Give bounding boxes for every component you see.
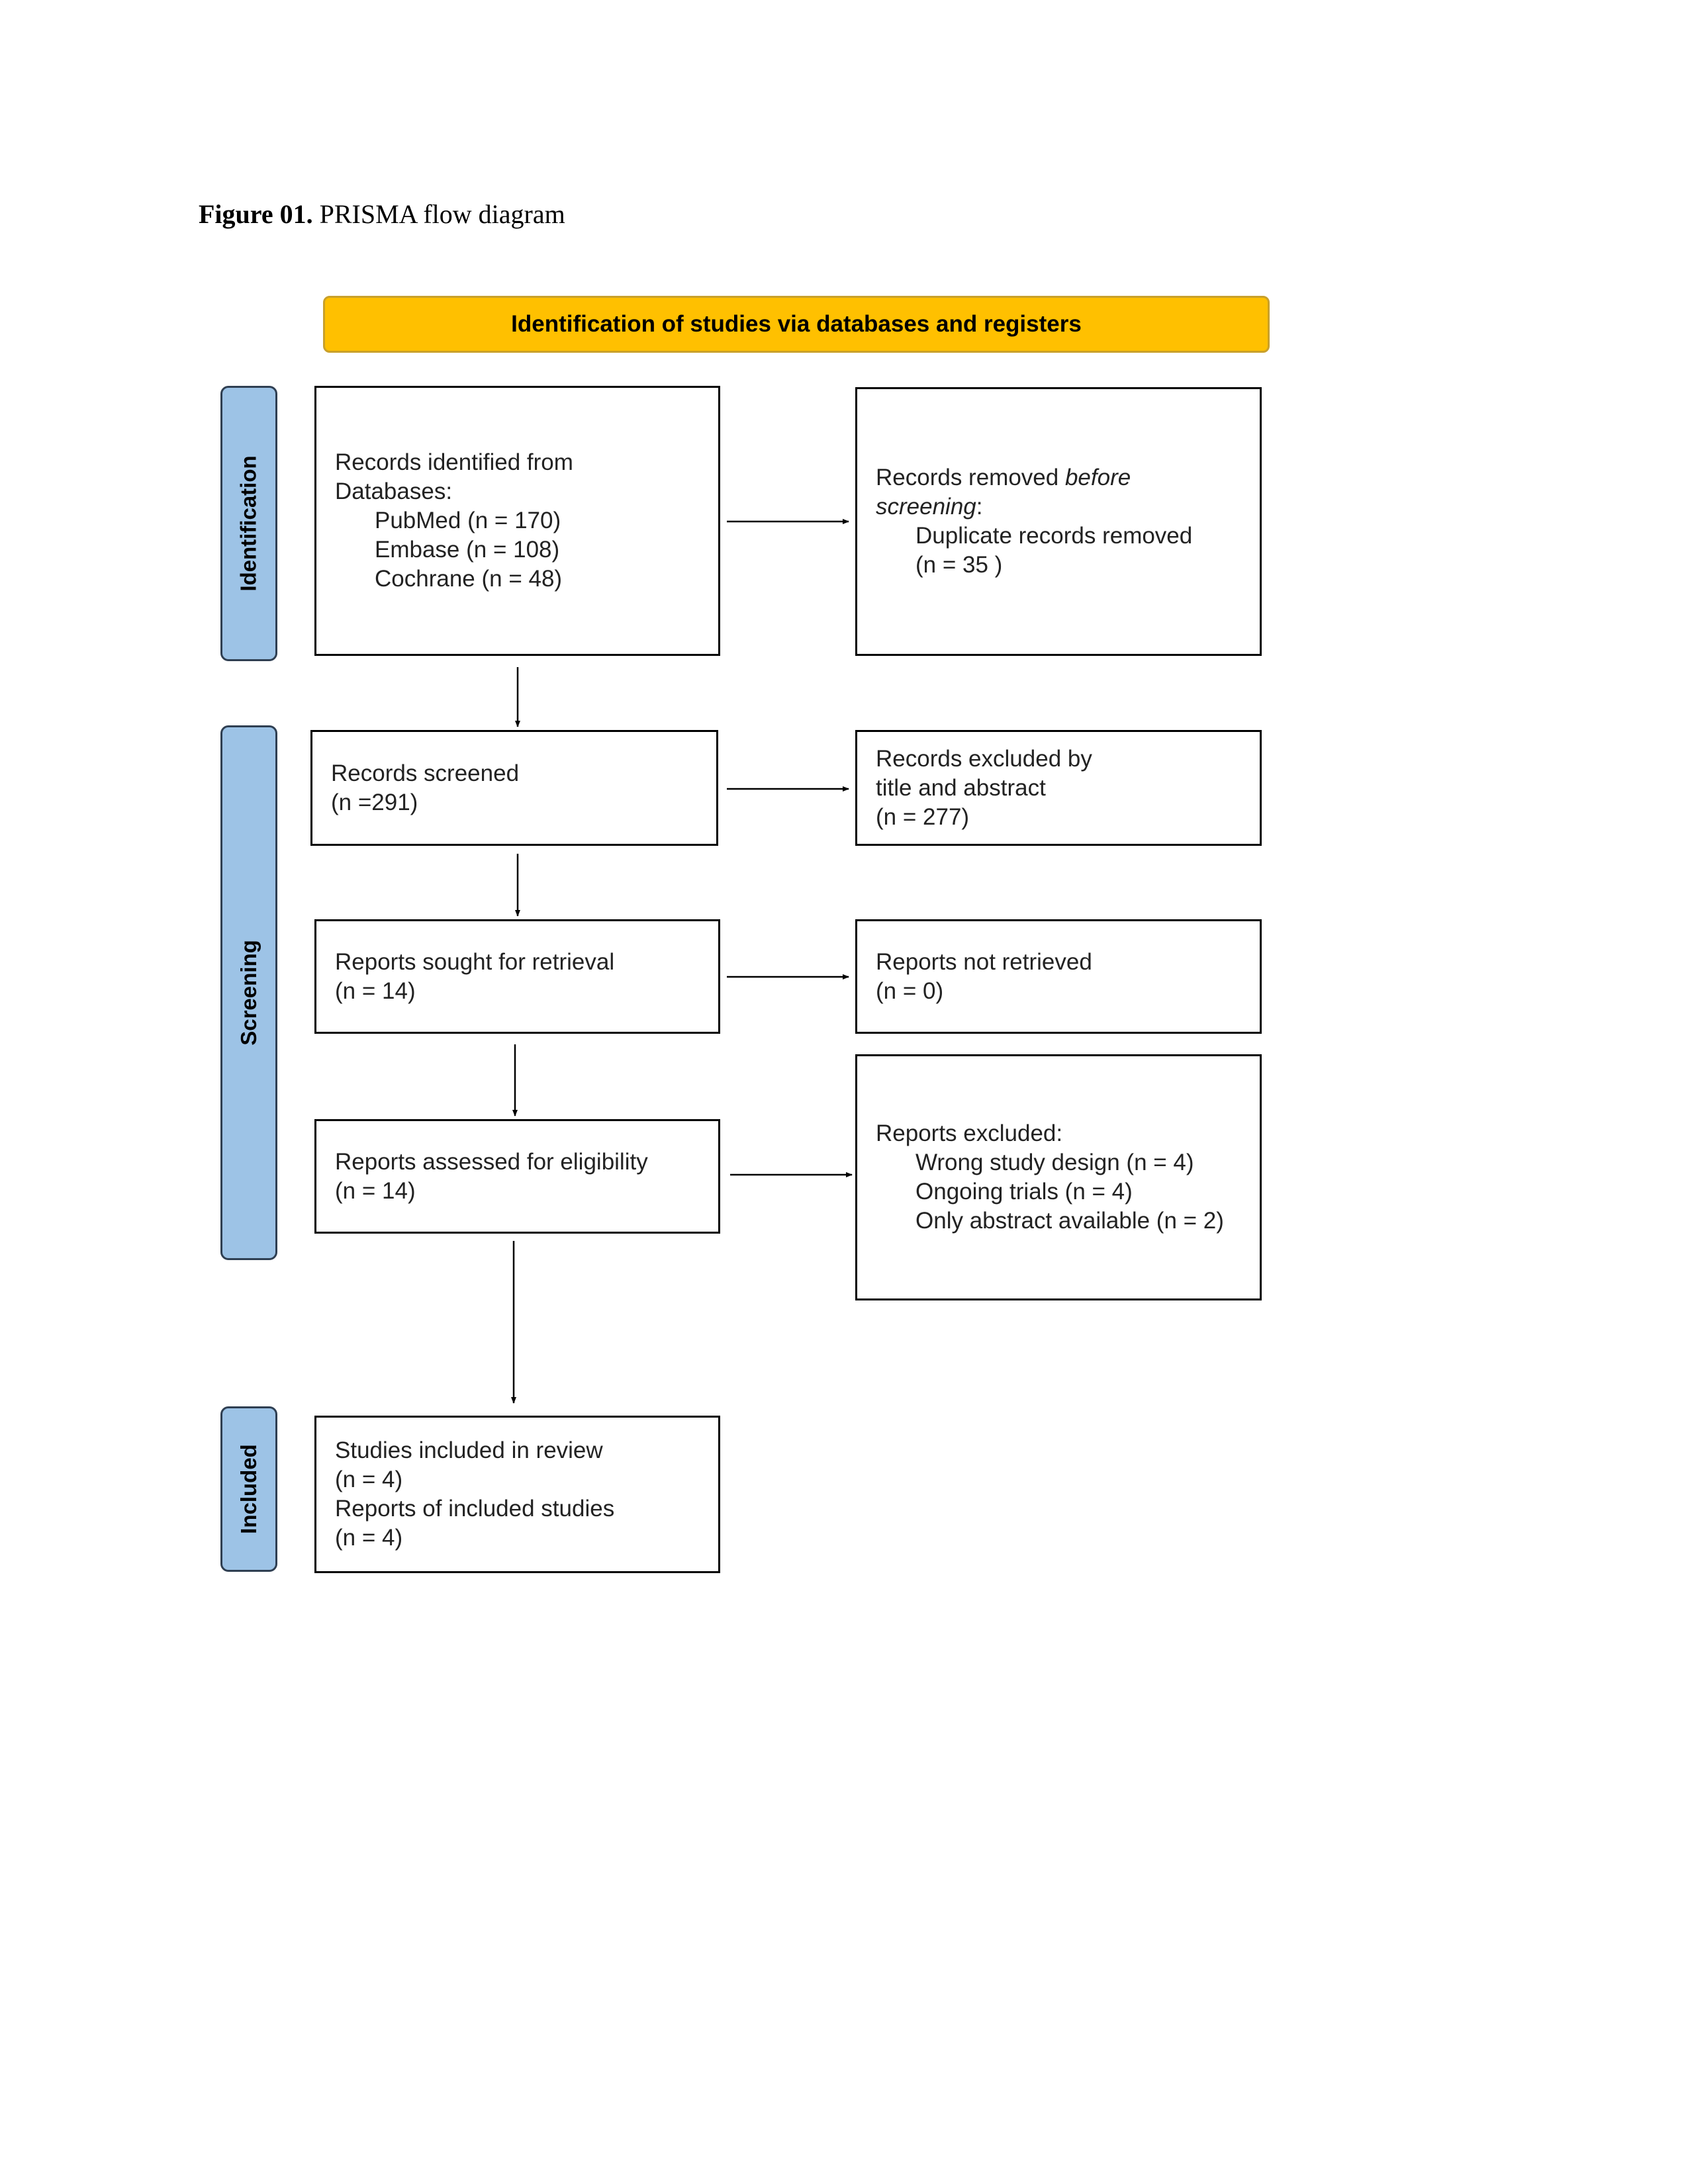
reports-not-retrieved-box: Reports not retrieved (n = 0) <box>855 919 1262 1034</box>
exclusion-reason: Only abstract available (n = 2) <box>915 1208 1224 1234</box>
records-excluded-box: Records excluded by title and abstract (… <box>855 730 1262 846</box>
duplicates-label: Duplicate records removed <box>915 523 1193 549</box>
figure-caption: Figure 01. PRISMA flow diagram <box>199 199 565 230</box>
records-removed-box: Records removed before screening: Duplic… <box>855 387 1262 656</box>
phase-included: Included <box>220 1406 277 1572</box>
box-text: Records excluded by <box>876 745 1092 772</box>
box-text: Records identified from <box>335 449 573 475</box>
box-text: Reports of included studies <box>335 1496 615 1522</box>
box-text: screening: <box>876 494 983 520</box>
cochrane-count: Cochrane (n = 48) <box>375 566 563 592</box>
box-text: Records screened <box>331 760 520 786</box>
box-text: Records removed before <box>876 465 1131 490</box>
duplicates-count: (n = 35 ) <box>915 552 1003 578</box>
phase-identification: Identification <box>220 386 277 661</box>
embase-count: Embase (n = 108) <box>375 537 560 563</box>
box-text: Reports assessed for eligibility <box>335 1148 648 1175</box>
box-text: (n = 14) <box>335 978 416 1004</box>
identification-banner: Identification of studies via databases … <box>323 296 1270 353</box>
reports-assessed-box: Reports assessed for eligibility (n = 14… <box>314 1119 720 1234</box>
box-text: Databases: <box>335 478 453 504</box>
records-identified-box: Records identified from Databases: PubMe… <box>314 386 720 656</box>
reports-sought-box: Reports sought for retrieval (n = 14) <box>314 919 720 1034</box>
phase-screening: Screening <box>220 725 277 1260</box>
studies-included-box: Studies included in review (n = 4) Repor… <box>314 1416 720 1573</box>
box-text: (n = 0) <box>876 978 944 1004</box>
box-text: Reports excluded: <box>876 1120 1063 1146</box>
figure-title: PRISMA flow diagram <box>312 199 565 229</box>
pubmed-count: PubMed (n = 170) <box>375 508 561 533</box>
box-text: Studies included in review <box>335 1437 603 1463</box>
box-text: title and abstract <box>876 774 1046 801</box>
exclusion-reason: Wrong study design (n = 4) <box>915 1150 1194 1175</box>
records-screened-box: Records screened (n =291) <box>310 730 718 846</box>
box-text: (n = 277) <box>876 803 970 830</box>
figure-label: Figure 01. <box>199 199 313 229</box>
box-text: Reports sought for retrieval <box>335 948 615 975</box>
box-text: (n = 14) <box>335 1177 416 1204</box>
reports-excluded-box: Reports excluded: Wrong study design (n … <box>855 1054 1262 1300</box>
box-text: (n = 4) <box>335 1525 403 1551</box>
box-text: (n =291) <box>331 789 418 815</box>
box-text: Reports not retrieved <box>876 948 1092 975</box>
box-text: (n = 4) <box>335 1467 403 1492</box>
exclusion-reason: Ongoing trials (n = 4) <box>915 1179 1133 1205</box>
